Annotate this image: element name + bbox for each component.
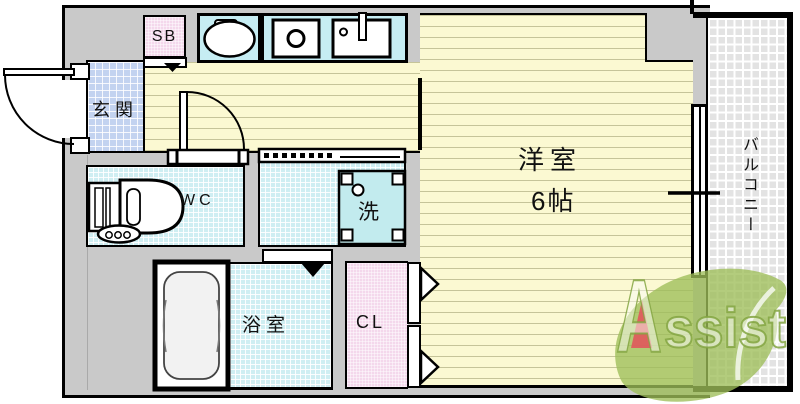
- entrance-door-jamb-bottom: [70, 137, 90, 154]
- bathroom-door: [262, 249, 333, 263]
- kitchen-counter-stove-unit: [261, 13, 408, 63]
- room-closet: [345, 261, 408, 389]
- balcony-wall-top: [693, 12, 793, 18]
- room-kitchen-hall: [143, 62, 420, 153]
- balcony-label: バルコニー: [740, 136, 757, 236]
- wall-notch: [645, 13, 693, 62]
- wall-detail-line: [87, 155, 88, 390]
- room-entrance: [86, 60, 143, 153]
- shoe-box-door: [143, 57, 187, 68]
- closet-door-top: [407, 262, 421, 324]
- sliding-window: [691, 104, 708, 278]
- laundry-label: 洗: [358, 201, 379, 224]
- wall-tick: [690, 0, 694, 14]
- balcony-wall-bottom: [693, 386, 793, 392]
- shoe-box-label: SB: [151, 27, 178, 45]
- closet-door-bottom: [407, 325, 421, 388]
- room-toilet: [86, 165, 245, 247]
- toilet-label: WC: [180, 192, 215, 209]
- room-western: [420, 13, 693, 388]
- western-room-label: 洋室: [518, 145, 583, 175]
- western-room-size-label: 6帖: [531, 186, 576, 216]
- wall-line: [418, 78, 422, 150]
- bathroom-label: 浴室: [242, 315, 291, 336]
- balcony-wall-right: [787, 12, 793, 392]
- closet-label: CL: [356, 312, 386, 332]
- shoe-box: SB: [143, 15, 186, 58]
- entrance-label: 玄関: [92, 100, 138, 120]
- room-laundry: [258, 162, 406, 247]
- entrance-door-jamb-top: [70, 63, 90, 80]
- kitchen-counter-sink-unit: [197, 13, 261, 63]
